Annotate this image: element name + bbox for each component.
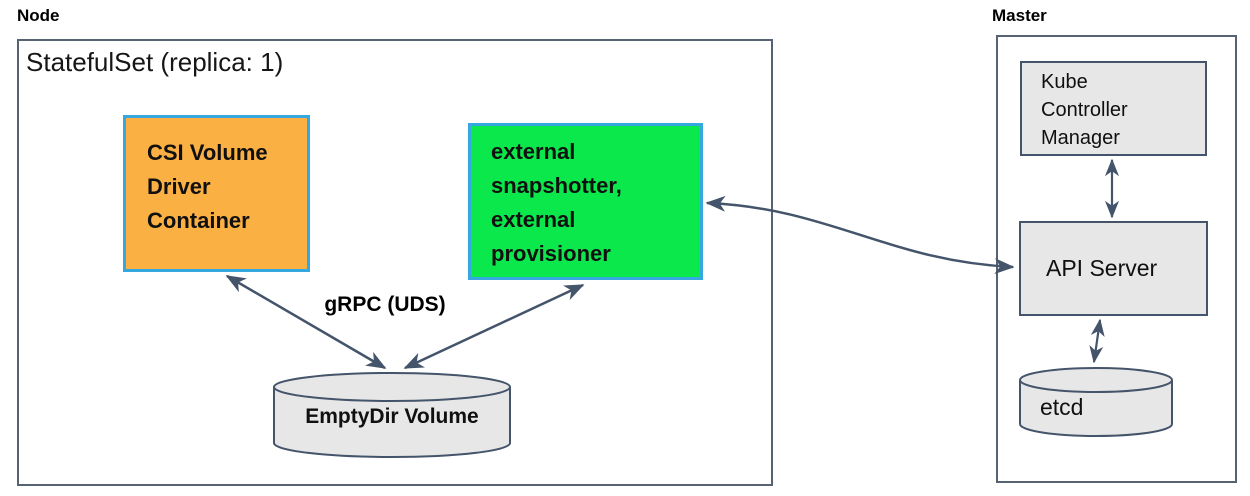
external-sidecars-box: external snapshotter, external provision… (468, 123, 703, 280)
emptydir-volume-label: EmptyDir Volume (305, 405, 479, 428)
csi-volume-driver-container-box: CSI Volume Driver Container (123, 115, 310, 272)
kube-controller-manager-box: Kube Controller Manager (1020, 61, 1207, 156)
master-frame-label: Master (992, 6, 1047, 25)
node-frame-label: Node (17, 6, 60, 25)
etcd-label: etcd (1040, 394, 1084, 420)
api-server-box: API Server (1019, 221, 1208, 316)
statefulset-title: StatefulSet (replica: 1) (26, 47, 284, 77)
grpc-uds-label: gRPC (UDS) (324, 293, 446, 316)
